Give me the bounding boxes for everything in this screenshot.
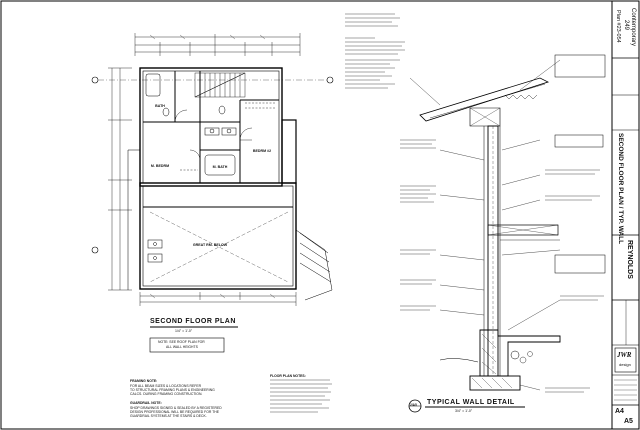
firm-logo-name: design	[619, 362, 631, 367]
room-label: GREAT RM. BELOW	[192, 243, 228, 247]
sheet-number-a4: A4	[615, 408, 624, 415]
title-block-client: REYNOLDS	[626, 240, 633, 279]
second-floor-plan	[91, 33, 334, 306]
guardrail-note-title: GUARDRAIL NOTE:	[130, 401, 162, 405]
framing-note-line: CALCS. DURING FRAMING CONSTRUCTION.	[130, 392, 203, 396]
typical-wall-detail-scale: 3/4" = 1'-0"	[455, 409, 473, 413]
plan-note-line1: NOTE: SEE ROOF PLAN FOR	[158, 340, 205, 344]
title-block-sheet-title: SECOND FLOOR PLAN / TYP. WALL	[617, 133, 624, 245]
room-label: BEDRM #2	[252, 149, 272, 153]
title-block-style: Contemporary	[630, 8, 636, 47]
title-block	[611, 1, 639, 429]
detail-bubble: 2/A5	[410, 403, 417, 407]
typical-wall-detail-title: TYPICAL WALL DETAIL	[427, 399, 515, 406]
title-block-number: 249	[623, 20, 629, 31]
floor-plan-notes-title: FLOOR PLAN NOTES:	[270, 374, 306, 378]
typical-wall-detail	[400, 54, 606, 393]
plan-note-line2: ALL WALL HEIGHTS	[166, 345, 198, 349]
firm-logo-initials: JWR	[617, 351, 632, 359]
second-floor-plan-title: SECOND FLOOR PLAN	[150, 318, 236, 325]
room-label: M. BEDRM	[150, 164, 170, 168]
framing-note-line: FOR ALL BEAM SIZES & LOCATIONS REFER	[130, 384, 202, 388]
note-lines	[270, 13, 405, 413]
guardrail-note-line: DESIGN PROFESSIONAL WILL BE REQUIRED FOR…	[130, 410, 219, 414]
guardrail-note-line: SHOP DRAWINGS SIGNED & SEALED BY A REGIS…	[130, 406, 222, 410]
framing-note-line: TO STRUCTURAL FRAMING PLANS & ENGINEERIN…	[130, 388, 215, 392]
framing-note-title: FRAMING NOTE:	[130, 379, 158, 383]
guardrail-note-line: GUARDRAIL SYSTEMS AT THE STAIRS & DECK.	[130, 414, 207, 418]
title-block-plan-number: Plan #23-054	[615, 10, 621, 43]
room-label: BATH	[155, 104, 165, 108]
room-label: M. BATH	[212, 165, 228, 169]
sheet-number-a5: A5	[624, 418, 633, 425]
second-floor-plan-scale: 1/4" = 1'-0"	[175, 329, 193, 333]
